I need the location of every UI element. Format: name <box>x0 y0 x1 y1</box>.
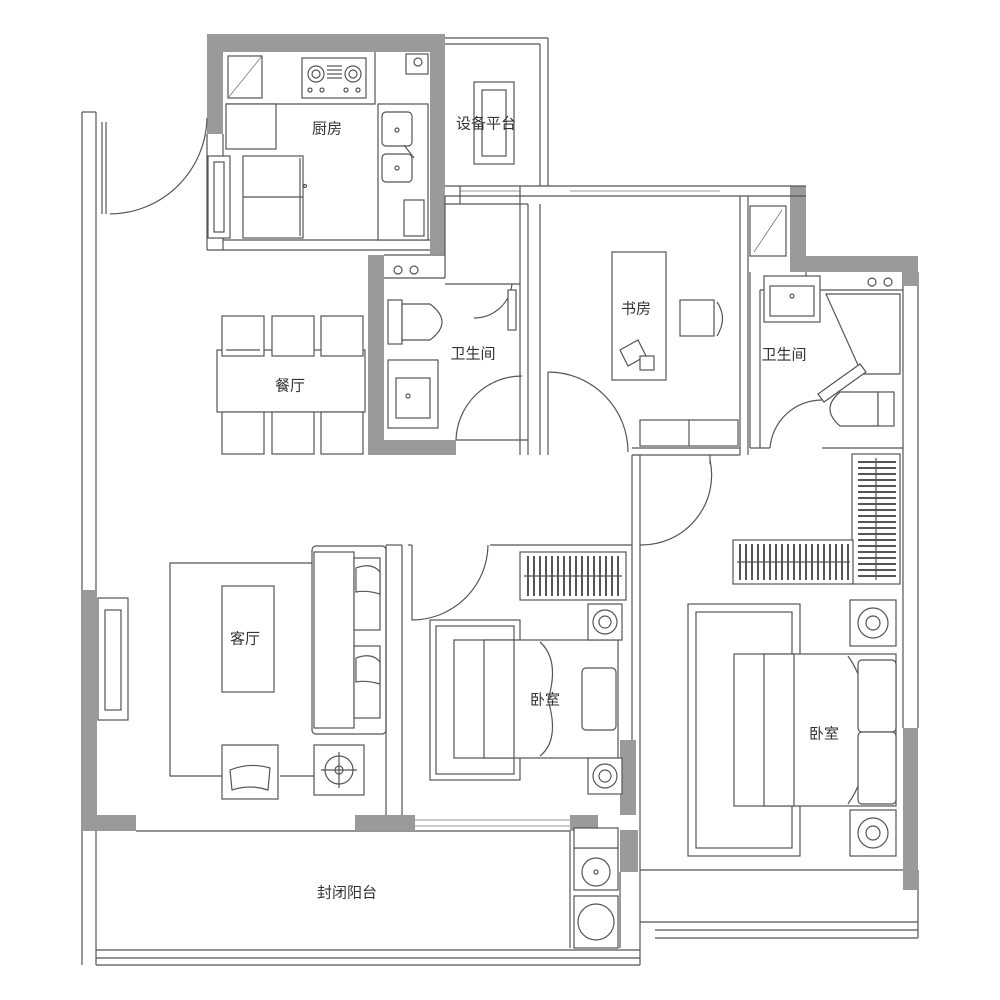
study-furniture <box>547 251 739 455</box>
room-labels: 厨房 设备平台 书房 卫生间 卫生间 餐厅 客厅 卧室 卧室 封闭阳台 <box>230 115 839 902</box>
bathroom-2-fixtures <box>749 205 901 449</box>
dining-furniture <box>216 315 366 455</box>
living-furniture <box>97 545 387 800</box>
kitchen-fixtures <box>101 52 429 241</box>
label-living: 客厅 <box>230 630 260 648</box>
label-dining: 餐厅 <box>275 377 305 395</box>
label-equipment-platform: 设备平台 <box>456 115 516 133</box>
study-walls <box>632 196 749 456</box>
bedroom-1-walls <box>385 455 641 948</box>
label-bedroom-2: 卧室 <box>809 725 839 743</box>
outer-walls <box>81 111 919 966</box>
label-kitchen: 厨房 <box>312 120 342 138</box>
wardrobe-hangers <box>527 556 619 596</box>
bedroom-1-furniture <box>411 544 627 795</box>
label-study: 书房 <box>621 300 651 318</box>
balcony-fixtures <box>573 827 619 949</box>
label-bedroom-1: 卧室 <box>530 691 560 709</box>
wardrobe-hangers <box>739 461 896 580</box>
kitchen-walls <box>206 34 549 254</box>
label-balcony: 封闭阳台 <box>317 884 377 902</box>
bathroom-1-walls <box>368 196 541 455</box>
north-windows <box>445 185 806 204</box>
bedroom-2-furniture <box>639 455 897 857</box>
bathroom-1-fixtures <box>387 265 523 441</box>
label-bathroom-2: 卫生间 <box>761 346 806 364</box>
label-bathroom-1: 卫生间 <box>450 345 495 363</box>
